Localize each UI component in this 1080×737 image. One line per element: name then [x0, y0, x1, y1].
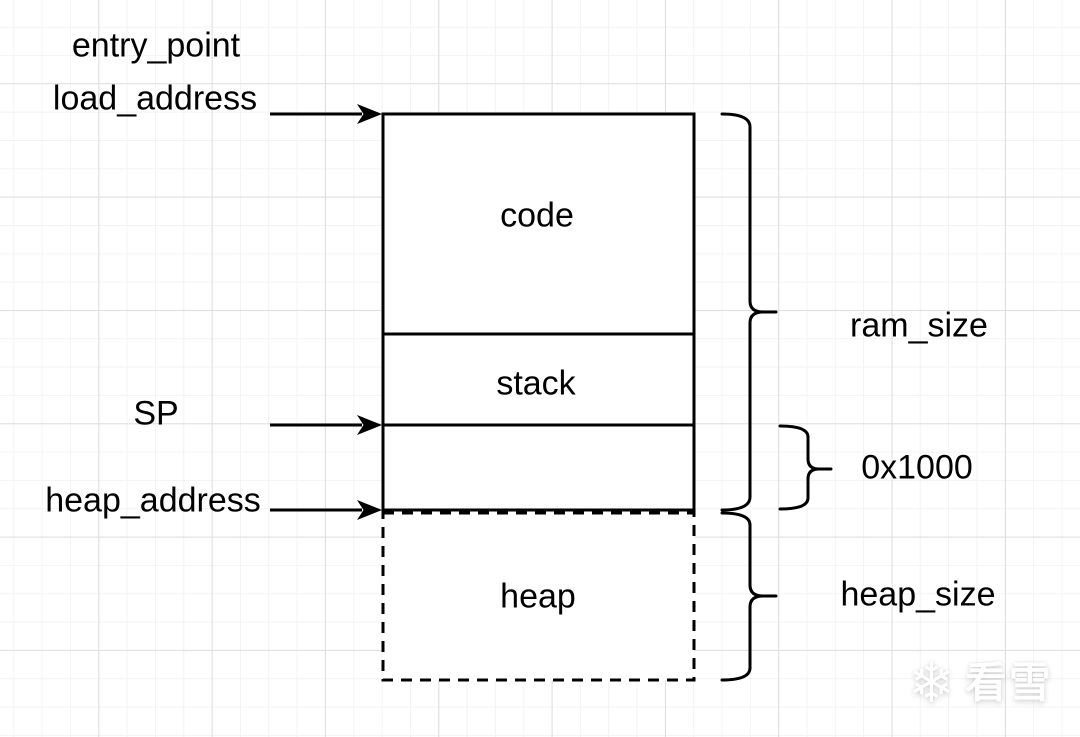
sp-arrow	[270, 415, 382, 435]
stack-region-label: stack	[496, 364, 576, 403]
stack-gap-brace	[778, 424, 833, 511]
ram-size-brace	[720, 112, 778, 512]
heap-size-label: heap_size	[840, 575, 996, 614]
heap-address-arrow	[270, 500, 382, 520]
heap-box	[381, 511, 696, 682]
heap-size-brace	[720, 511, 778, 682]
stack-gap-label: 0x1000	[861, 448, 973, 487]
memory-box	[381, 112, 696, 512]
code-region-label: code	[500, 196, 574, 235]
sp-label: SP	[133, 394, 179, 433]
load-address-label: load_address	[52, 79, 258, 118]
load-address-arrow	[270, 104, 382, 124]
entry-point-label: entry_point	[71, 26, 241, 65]
heap-region-label: heap	[500, 577, 576, 616]
heap-address-label: heap_address	[45, 481, 261, 520]
ram-size-label: ram_size	[850, 306, 988, 345]
